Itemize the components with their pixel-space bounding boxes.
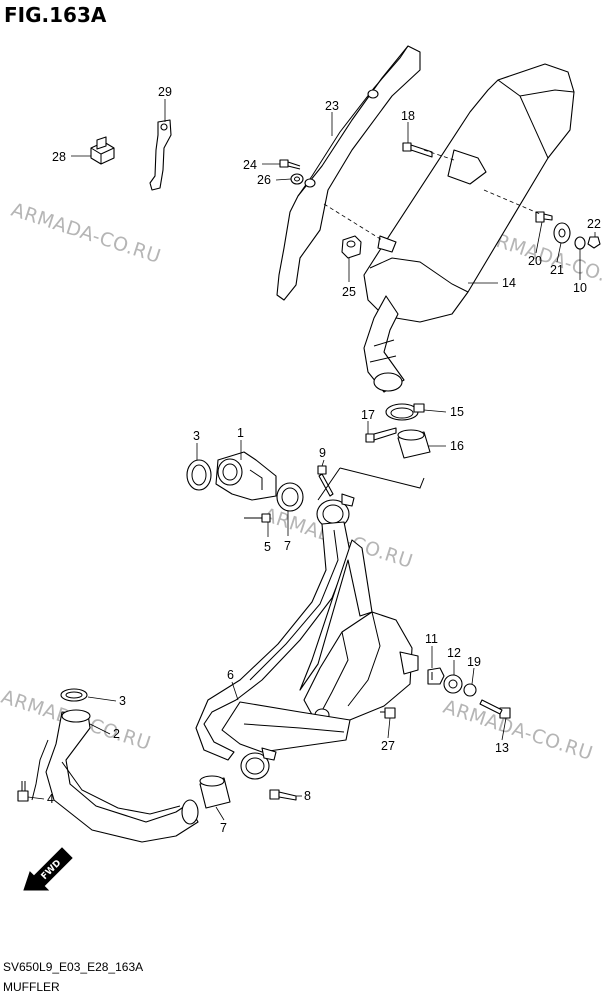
part-19-washer <box>463 683 477 697</box>
callout-12: 12 <box>447 646 461 660</box>
part-5-bolt <box>244 513 271 523</box>
part-17-bolt <box>365 427 397 443</box>
leader-lines <box>27 99 596 821</box>
callout-5: 5 <box>264 540 271 554</box>
part-20-bolt <box>535 211 553 223</box>
callout-1: 1 <box>237 426 244 440</box>
callout-26: 26 <box>257 173 271 187</box>
part-11-bolt <box>427 667 445 685</box>
part-22-nut <box>587 236 601 249</box>
figure-title: FIG.163A <box>4 3 107 27</box>
figure-code: SV650L9_E03_E28_163A <box>3 960 143 974</box>
part-16-gasket <box>397 429 431 459</box>
callout-19: 19 <box>467 655 481 669</box>
callout-7-upper: 7 <box>284 539 291 553</box>
callout-24: 24 <box>243 158 257 172</box>
watermark: ARMADA-CO.RU <box>440 696 595 765</box>
callout-6: 6 <box>227 668 234 682</box>
part-8-bolt <box>269 789 297 801</box>
callout-22: 22 <box>587 217 601 231</box>
assembly-line <box>483 189 541 215</box>
callout-11: 11 <box>425 632 438 646</box>
callout-14: 14 <box>502 276 516 290</box>
callout-21: 21 <box>550 263 564 277</box>
callout-13: 13 <box>495 741 509 755</box>
fwd-arrow-icon: FWD <box>23 847 73 891</box>
part-10-washer <box>574 236 586 250</box>
part-18-bolt <box>402 142 433 158</box>
part-29-bracket-strap <box>149 119 172 191</box>
callout-3-upper: 3 <box>193 429 200 443</box>
part-2-exhaust-pipe-front <box>31 709 199 843</box>
part-26-collar <box>290 173 304 185</box>
callout-25: 25 <box>342 285 356 299</box>
callout-15: 15 <box>450 405 464 419</box>
callout-28: 28 <box>52 150 66 164</box>
part-14-muffler <box>363 63 575 393</box>
part-13-bolt <box>479 699 511 719</box>
part-3-gasket-lower <box>60 688 88 702</box>
callout-2: 2 <box>113 727 120 741</box>
assembly-line <box>323 203 383 241</box>
part-27-bolt <box>380 707 396 719</box>
callout-3-lower: 3 <box>119 694 126 708</box>
part-7-gasket-upper <box>276 482 304 512</box>
callout-8: 8 <box>304 789 311 803</box>
callout-numbers: 29 28 23 18 24 26 25 14 22 20 21 10 17 1… <box>47 85 601 835</box>
part-23-muffler-bracket <box>276 45 421 301</box>
part-6-exhaust-pipe <box>195 493 419 780</box>
callout-17: 17 <box>361 408 375 422</box>
assembly-line <box>423 149 455 161</box>
watermark: ARMADA-CO.RU <box>8 199 163 268</box>
callout-29: 29 <box>158 85 172 99</box>
part-12-cushion <box>443 674 463 694</box>
callout-18: 18 <box>401 109 415 123</box>
callout-20: 20 <box>528 254 542 268</box>
callout-7-lower: 7 <box>220 821 227 835</box>
part-24-bolt <box>279 159 301 170</box>
callout-9: 9 <box>319 446 326 460</box>
part-4-bolt <box>17 781 29 802</box>
part-15-clamp <box>385 403 425 421</box>
part-28-clip <box>90 136 115 165</box>
part-1-connector <box>215 451 277 501</box>
callout-23: 23 <box>325 99 339 113</box>
part-21-cushion <box>553 222 571 244</box>
part-3-gasket-upper <box>186 459 212 491</box>
part-7-gasket-lower <box>199 775 231 809</box>
callout-10: 10 <box>573 281 587 295</box>
callout-4: 4 <box>47 792 54 806</box>
assembly-line <box>317 467 425 501</box>
callout-27: 27 <box>381 739 395 753</box>
figure-name: MUFFLER <box>3 980 60 994</box>
callout-16: 16 <box>450 439 464 453</box>
part-25-cushion <box>341 235 362 259</box>
